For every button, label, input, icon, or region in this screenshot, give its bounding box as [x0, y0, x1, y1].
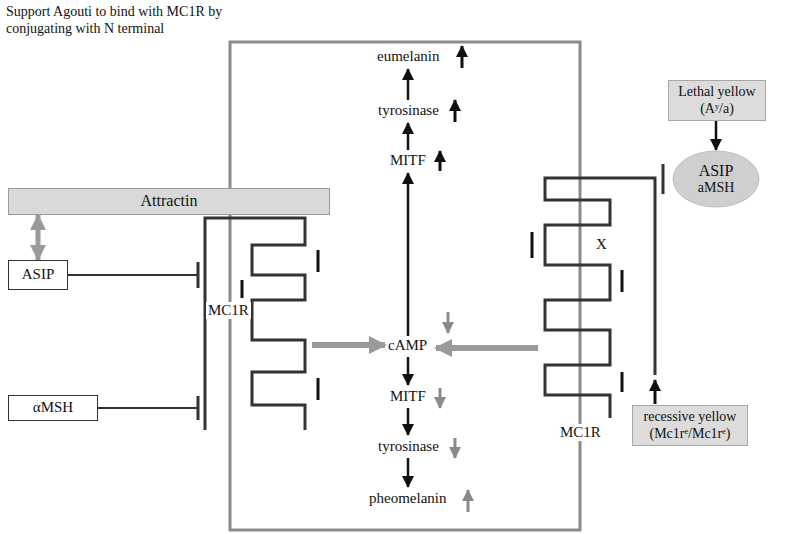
pathway-label: tyrosinase	[378, 102, 439, 119]
helix-bar	[621, 270, 624, 292]
receptor-right	[545, 178, 655, 418]
decrease-arrow	[454, 438, 457, 458]
pathway-arrow	[407, 357, 410, 385]
ligand-ellipse: ASIPaMSH	[672, 150, 760, 208]
pathway-label: cAMP	[388, 337, 427, 354]
pathway-label: eumelanin	[377, 48, 439, 65]
ellipse-shape	[672, 150, 760, 208]
pathway-arrow	[407, 408, 410, 435]
decrease-arrow	[439, 388, 442, 408]
inhibition-bar	[197, 396, 200, 420]
signal-arrow	[436, 345, 538, 351]
pathway-label: MITF	[390, 152, 426, 169]
pathway-arrow	[407, 69, 410, 100]
receptor-label: MC1R	[558, 424, 603, 441]
receptor-label: MC1R	[206, 302, 251, 319]
node-text: Lethal yellow (Aʸ/a)	[673, 84, 761, 116]
increase-arrow	[454, 100, 457, 122]
inhibition-bar	[662, 164, 665, 194]
signal-arrow	[312, 342, 385, 348]
helix-bar	[317, 378, 320, 400]
cell-membrane	[230, 42, 580, 530]
node-text: Attractin	[141, 192, 198, 210]
decrease-arrow	[447, 312, 450, 333]
note-text: Support Agouti to bind with MC1R by conj…	[6, 4, 231, 38]
inhibition-line	[68, 274, 198, 276]
mutation-box: Lethal yellow (Aʸ/a)	[668, 80, 766, 121]
helix-bar	[241, 280, 244, 298]
node-text: aMSH	[698, 180, 735, 196]
connector-arrow	[36, 215, 41, 260]
connector-arrow	[715, 121, 718, 150]
node-text: ASIP	[22, 266, 55, 283]
pathway-label: tyrosinase	[378, 438, 439, 455]
ellipse-outline	[673, 151, 759, 207]
increase-arrow	[439, 151, 442, 171]
mutation-mark: X	[596, 236, 607, 253]
attractin-band: Attractin	[8, 188, 330, 215]
pathway-arrow	[407, 173, 410, 336]
increase-arrow	[467, 490, 470, 512]
mutation-arrow	[654, 380, 657, 404]
helix-bar	[317, 250, 320, 272]
increase-arrow	[461, 46, 464, 68]
pathway-label: MITF	[390, 388, 426, 405]
amsh-box: αMSH	[8, 395, 98, 421]
pathway-arrow	[407, 458, 410, 487]
asip-box: ASIP	[8, 260, 68, 290]
pathway-label: pheomelanin	[369, 490, 446, 507]
node-text: ASIP	[699, 162, 734, 180]
helix-bar	[621, 372, 624, 392]
node-text: recessive yellow (Mc1rᵉ/Mc1rᵉ)	[637, 409, 743, 441]
inhibition-line	[98, 407, 198, 409]
mutation-box: recessive yellow (Mc1rᵉ/Mc1rᵉ)	[632, 405, 748, 446]
receptor-left	[205, 218, 305, 430]
node-text: αMSH	[33, 399, 73, 416]
pathway-arrow	[407, 123, 410, 150]
helix-bar	[531, 232, 534, 258]
inhibition-bar	[197, 262, 200, 288]
